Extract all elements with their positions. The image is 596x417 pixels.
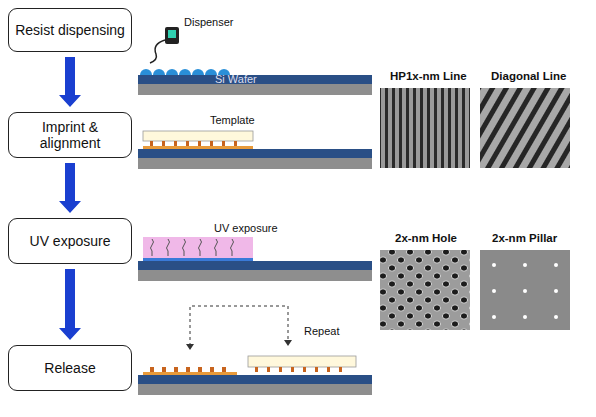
image-title: 2x-nm Pillar [492,232,557,244]
image-title: Diagonal Line [491,70,566,82]
part-label: Si Wafer [215,73,257,85]
step-label: Resist dispensing [9,22,131,38]
step-label: UV exposure [24,233,117,249]
flow-arrow [59,269,81,340]
process-box: Imprint & alignment [8,112,132,158]
step-label: Release [38,360,101,376]
part-label: UV exposure [214,222,278,234]
part-label: Dispenser [184,16,234,28]
flow-arrow [59,163,81,213]
arrow-shape [59,163,81,213]
arrow-shape [59,57,81,107]
part-label: Repeat [304,325,339,337]
image-title: HP1x-nm Line [390,70,467,82]
flow-arrow [59,57,81,107]
image-title: 2x-nm Hole [395,232,457,244]
process-box: Release [8,345,132,391]
arrow-shape [59,269,81,340]
process-box: UV exposure [8,218,132,264]
step-label: Imprint & alignment [9,119,131,151]
process-box: Resist dispensing [8,8,132,52]
part-label: Template [210,114,255,126]
